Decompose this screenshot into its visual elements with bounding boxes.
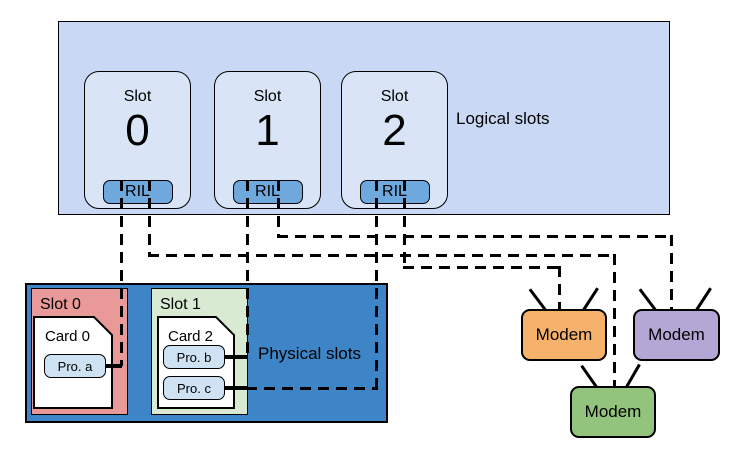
link-ril1-prob-vertical	[246, 180, 249, 357]
link-prob-connector	[224, 355, 248, 359]
logical-slot-2-label: Slot	[380, 88, 409, 105]
sim-card-2-label: Card 2	[168, 328, 214, 345]
profile-c-chip: Pro. c	[163, 376, 225, 400]
link-ril0-modemgreen-horizontal	[148, 254, 616, 257]
link-ril0-modemgreen-vertical	[148, 180, 151, 257]
link-ril1-modempurple-drop	[670, 235, 673, 309]
physical-slot-1-label: Slot 1	[160, 296, 201, 313]
modem-green: Modem	[570, 386, 656, 438]
modem-orange: Modem	[521, 309, 607, 361]
link-ril0-proa-vertical	[120, 180, 123, 366]
link-proa-connector	[103, 364, 122, 368]
modem-green-antenna-right-icon	[625, 363, 641, 388]
logical-slot-1-ril-badge: RIL	[232, 180, 303, 204]
logical-slot-0-ril-badge: RIL	[102, 180, 173, 204]
physical-slot-0-label: Slot 0	[40, 296, 81, 313]
link-ril2-proc-vertical	[375, 180, 378, 390]
modem-green-antenna-left-icon	[580, 364, 598, 388]
logical-slot-2: Slot 2 RIL	[341, 71, 448, 209]
physical-slots-caption: Physical slots	[258, 344, 361, 363]
link-ril0-modemgreen-drop	[613, 254, 616, 386]
link-ril2-modemorange-drop	[558, 266, 561, 309]
profile-b-chip: Pro. b	[163, 345, 225, 369]
link-ril1-modempurple-vertical	[277, 180, 280, 238]
logical-slot-2-ril-badge: RIL	[359, 180, 430, 204]
link-ril2-proc-horizontal	[246, 387, 378, 390]
link-ril2-modemorange-horizontal	[403, 266, 561, 269]
logical-slot-1: Slot 1 RIL	[214, 71, 321, 209]
logical-slots-container: Slot 0 RIL Slot 1 RIL Slot 2 RIL	[58, 21, 670, 215]
profile-a-chip: Pro. a	[44, 354, 106, 378]
modem-orange-antenna-left-icon	[528, 288, 547, 311]
modem-purple: Modem	[633, 309, 720, 361]
modem-purple-antenna-right-icon	[695, 287, 712, 311]
sim-card-0-label: Card 0	[45, 328, 91, 345]
modem-orange-antenna-right-icon	[582, 287, 599, 311]
logical-slot-1-label: Slot	[253, 88, 282, 105]
modem-purple-antenna-left-icon	[638, 288, 657, 311]
link-proc-connector	[224, 386, 248, 390]
logical-slot-0-label: Slot	[123, 88, 152, 105]
logical-slot-0-number: 0	[125, 106, 150, 155]
logical-slots-caption: Logical slots	[456, 109, 550, 128]
link-ril1-modempurple-horizontal	[277, 235, 673, 238]
logical-slot-2-number: 2	[382, 106, 407, 155]
logical-slot-0: Slot 0 RIL	[84, 71, 191, 209]
logical-slot-1-number: 1	[255, 106, 280, 155]
link-ril2-modemorange-vertical	[403, 180, 406, 269]
